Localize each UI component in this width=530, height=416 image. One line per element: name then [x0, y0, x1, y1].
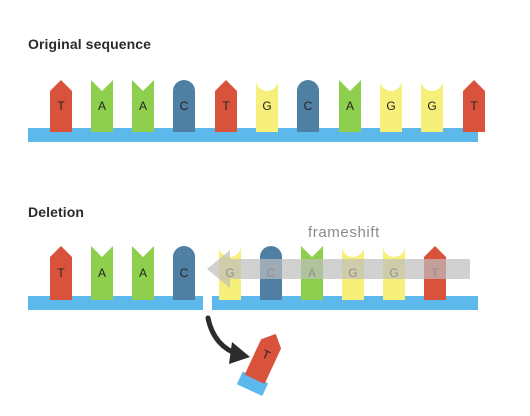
original-base-11: [463, 80, 485, 132]
original-base-1-letter: T: [57, 99, 65, 113]
original-base-3: [132, 80, 154, 132]
frameshift-label: frameshift: [308, 224, 380, 241]
deletion-base-1-letter: T: [57, 266, 65, 280]
deleted-base: [244, 333, 282, 384]
deleted-base-backbone-piece: [236, 371, 269, 397]
deletion-base-3: [132, 246, 154, 300]
original-base-4-letter: C: [180, 99, 189, 113]
original-base-9: [380, 80, 402, 132]
original-base-2-letter: A: [98, 99, 106, 113]
deletion-base-3-letter: A: [139, 266, 147, 280]
original-base-8-letter: A: [346, 99, 354, 113]
original-base-6: [256, 80, 278, 132]
deletion-base-2-letter: A: [98, 266, 106, 280]
original-base-7: [297, 80, 319, 132]
original-base-2: [91, 80, 113, 132]
deletion-heading: Deletion: [28, 204, 85, 220]
original-base-1: [50, 80, 72, 132]
original-base-3-letter: A: [139, 99, 147, 113]
original-base-5: [215, 80, 237, 132]
deletion-base-2: [91, 246, 113, 300]
deletion-base-1: [50, 246, 72, 300]
removal-arrowhead: [229, 342, 250, 364]
deletion-base-4-letter: C: [180, 266, 189, 280]
original-sequence-heading: Original sequence: [28, 36, 152, 52]
frameshift-arrow: [207, 250, 470, 288]
original-base-11-letter: T: [470, 99, 478, 113]
original-base-6-letter: G: [262, 99, 271, 113]
original-base-4: [173, 80, 195, 132]
original-base-10-letter: G: [427, 99, 436, 113]
original-base-8: [339, 80, 361, 132]
original-base-7-letter: C: [304, 99, 313, 113]
original-base-5-letter: T: [222, 99, 230, 113]
deletion-base-4: [173, 246, 195, 300]
original-base-10: [421, 80, 443, 132]
original-base-9-letter: G: [386, 99, 395, 113]
deleted-nucleotide: T: [236, 333, 282, 397]
